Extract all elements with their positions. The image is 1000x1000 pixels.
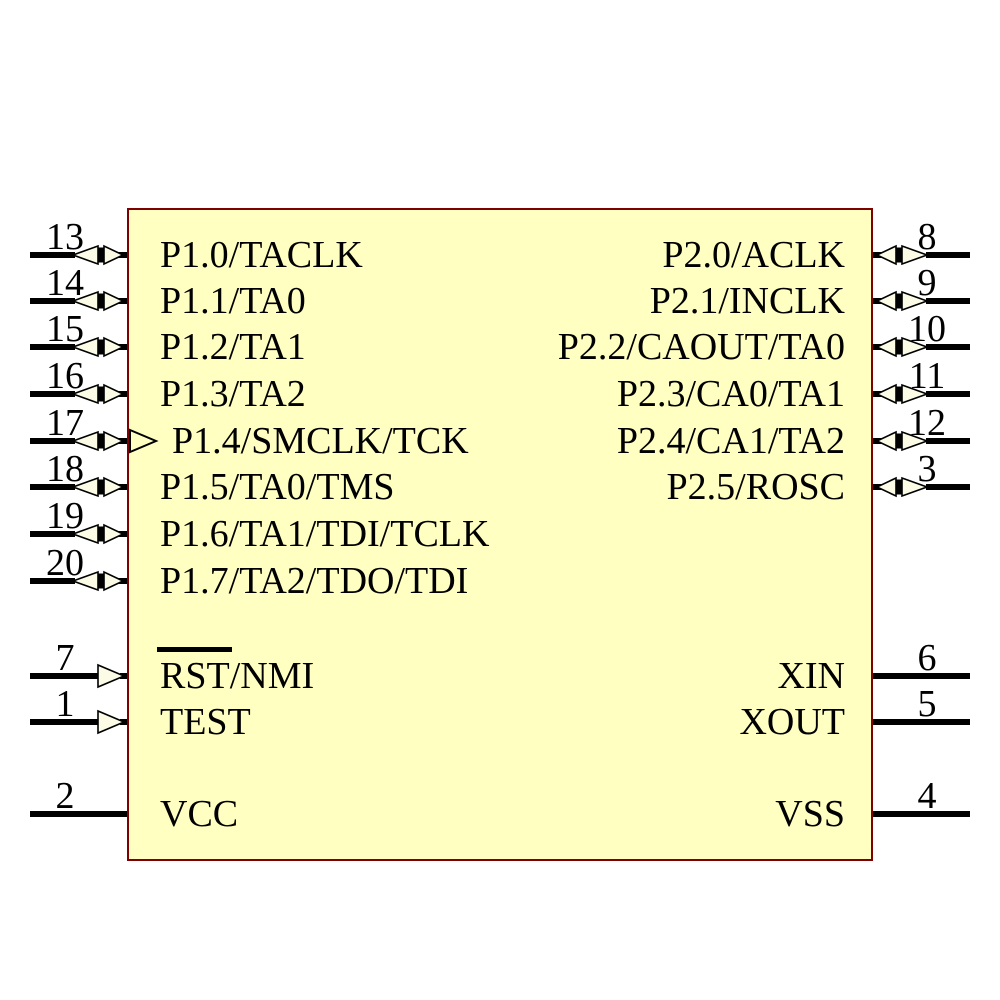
component-body xyxy=(127,208,873,861)
pin-line xyxy=(926,391,970,397)
input-arrow-icon xyxy=(97,709,127,735)
pin-number: 1 xyxy=(55,683,75,725)
pin-number: 13 xyxy=(46,216,84,258)
pin-label: P1.4/SMCLK/TCK xyxy=(172,420,469,462)
pin-number: 11 xyxy=(908,355,946,397)
bidirectional-arrow-icon xyxy=(873,336,927,358)
pin-label: RST/NMI xyxy=(160,655,314,697)
pin-label: P1.3/TA2 xyxy=(160,373,306,415)
pin-label: P1.0/TACLK xyxy=(160,234,363,276)
pin-line xyxy=(30,811,127,817)
pin-label: P2.3/CA0/TA1 xyxy=(616,373,845,415)
pin-line xyxy=(873,719,970,725)
pin-number: 15 xyxy=(46,308,84,350)
bidirectional-arrow-icon xyxy=(73,523,127,545)
bidirectional-arrow-icon xyxy=(73,383,127,405)
pin-line xyxy=(926,484,970,490)
pin-number: 4 xyxy=(917,775,937,817)
bidirectional-arrow-icon xyxy=(873,244,927,266)
overline-text: RST xyxy=(160,655,230,697)
pin-number: 3 xyxy=(917,448,937,490)
pin-label: P1.7/TA2/TDO/TDI xyxy=(160,560,469,602)
pin-line xyxy=(30,578,75,584)
pin-number: 7 xyxy=(55,637,75,679)
pin-label: P1.5/TA0/TMS xyxy=(160,466,395,508)
pin-number: 9 xyxy=(917,262,937,304)
bidirectional-arrow-icon xyxy=(73,336,127,358)
pin-number: 18 xyxy=(46,448,84,490)
pin-number: 8 xyxy=(917,216,937,258)
pin-number: 17 xyxy=(46,402,84,444)
bidirectional-arrow-icon xyxy=(873,383,927,405)
label-rest: /NMI xyxy=(229,655,315,697)
pin-line xyxy=(926,344,970,350)
pin-line xyxy=(926,438,970,444)
clock-arrow-icon xyxy=(129,428,159,454)
bidirectional-arrow-icon xyxy=(873,290,927,312)
pin-line xyxy=(873,673,970,679)
pin-label: P1.1/TA0 xyxy=(160,280,306,322)
pin-line xyxy=(30,531,75,537)
pin-number: 6 xyxy=(917,637,937,679)
pin-number: 19 xyxy=(46,495,84,537)
pin-line xyxy=(30,391,75,397)
pin-line xyxy=(30,252,75,258)
pin-number: 16 xyxy=(46,355,84,397)
pin-label: P2.4/CA1/TA2 xyxy=(616,420,845,462)
pin-line xyxy=(30,438,75,444)
pin-label: VSS xyxy=(775,793,845,835)
pin-number: 20 xyxy=(46,542,84,584)
pin-label: XOUT xyxy=(739,701,845,743)
pin-number: 14 xyxy=(46,262,84,304)
pin-label: XIN xyxy=(777,655,845,697)
pin-line xyxy=(926,298,970,304)
bidirectional-arrow-icon xyxy=(73,430,127,452)
bidirectional-arrow-icon xyxy=(873,476,927,498)
pin-line xyxy=(30,298,75,304)
pin-line xyxy=(873,811,970,817)
pin-label: P2.5/ROSC xyxy=(666,466,845,508)
pin-line xyxy=(30,719,98,725)
pin-line xyxy=(30,344,75,350)
bidirectional-arrow-icon xyxy=(73,476,127,498)
pin-label: VCC xyxy=(160,793,239,835)
pin-label: P2.0/ACLK xyxy=(662,234,845,276)
pin-line xyxy=(30,673,98,679)
pin-label: P2.2/CAOUT/TA0 xyxy=(557,326,845,368)
pin-label: P1.6/TA1/TDI/TCLK xyxy=(160,513,490,555)
bidirectional-arrow-icon xyxy=(73,570,127,592)
input-arrow-icon xyxy=(97,663,127,689)
pin-line xyxy=(926,252,970,258)
pin-line xyxy=(30,484,75,490)
bidirectional-arrow-icon xyxy=(73,290,127,312)
pin-number: 2 xyxy=(55,775,75,817)
pin-label: P2.1/INCLK xyxy=(649,280,845,322)
pin-label: P1.2/TA1 xyxy=(160,326,306,368)
pin-label: TEST xyxy=(160,701,251,743)
bidirectional-arrow-icon xyxy=(73,244,127,266)
pin-number: 5 xyxy=(917,683,937,725)
bidirectional-arrow-icon xyxy=(873,430,927,452)
